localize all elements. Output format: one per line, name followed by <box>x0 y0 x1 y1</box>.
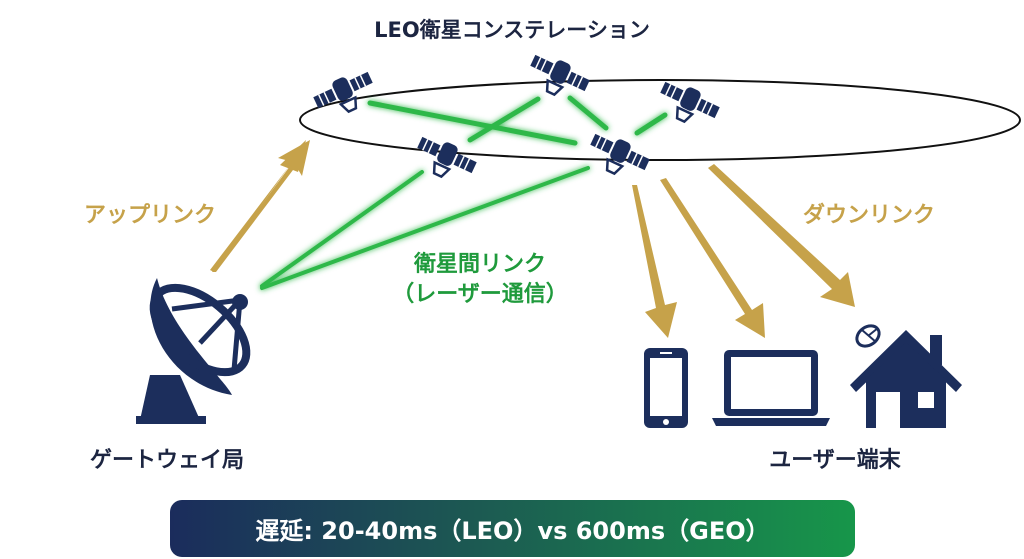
satellite-icon <box>522 48 594 107</box>
isl-label-line2: （レーザー通信） <box>392 282 568 307</box>
laser-link <box>567 95 609 131</box>
inter-satellite-link-label: 衛星間リンク （レーザー通信） <box>380 250 580 310</box>
isl-label-line1: 衛星間リンク <box>413 252 546 277</box>
downlink-label: ダウンリンク <box>803 203 936 228</box>
laptop-icon <box>712 350 830 426</box>
latency-text: 遅延: 20-40ms（LEO）vs 600ms（GEO） <box>255 517 770 545</box>
uplink-label: アップリンク <box>84 203 217 228</box>
laser-link <box>260 166 590 290</box>
smartphone-icon <box>644 348 688 428</box>
gateway-label: ゲートウェイ局 <box>90 448 245 473</box>
user-terminal-label: ユーザー端末 <box>769 448 901 473</box>
laser-link <box>260 170 424 288</box>
diagram-title: LEO衛星コンステレーション <box>374 18 650 42</box>
house-icon <box>850 324 962 428</box>
satellite-icon <box>652 75 724 134</box>
laser-link <box>467 96 541 143</box>
laser-link <box>634 112 668 136</box>
laser-links <box>260 95 668 290</box>
uplink-arrow <box>210 140 310 272</box>
orbit-ellipse <box>299 79 1021 161</box>
satellite-dish-icon <box>136 278 251 424</box>
downlink-arrows <box>632 164 855 338</box>
satellite-icon <box>582 127 654 186</box>
laser-link <box>367 100 578 146</box>
latency-banner: 遅延: 20-40ms（LEO）vs 600ms（GEO） <box>170 500 855 557</box>
satellite-icon <box>309 65 381 124</box>
